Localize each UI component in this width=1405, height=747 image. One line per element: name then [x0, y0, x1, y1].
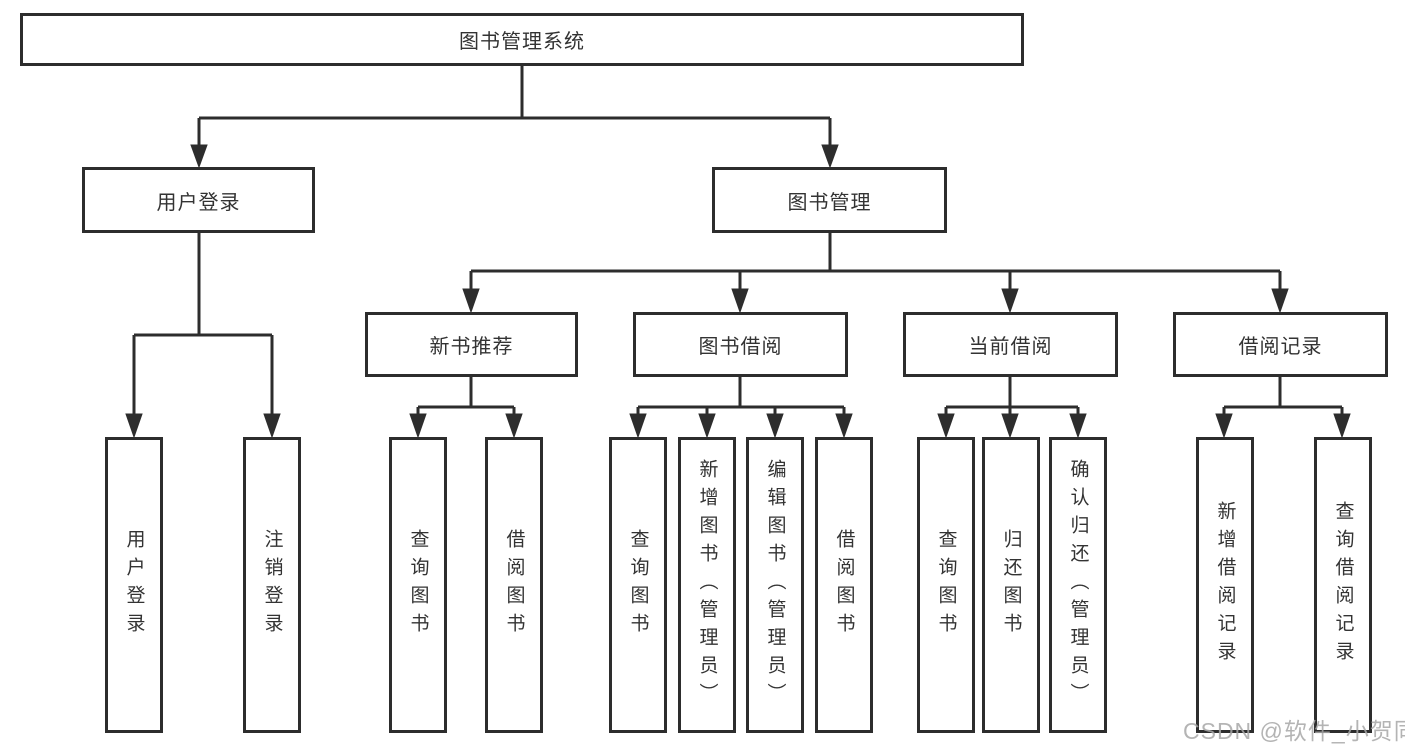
arrow-down-icon: [505, 413, 523, 439]
node-borrow-record-label: 借阅记录: [1238, 336, 1323, 358]
connector-book-mgmt-to-level3: [462, 233, 1289, 314]
connector-root-to-level2: [190, 66, 839, 169]
arrow-down-icon: [1215, 413, 1233, 439]
arrow-down-icon: [629, 413, 647, 439]
leaf-add-borrow-record-label: 新增借阅记录: [1214, 501, 1236, 669]
node-root-label: 图书管理系统: [459, 31, 585, 53]
node-book-mgmt-label: 图书管理: [787, 191, 872, 214]
arrow-down-icon: [1333, 413, 1351, 439]
leaf-query-book-2: 查询图书: [609, 437, 667, 733]
arrow-down-icon: [766, 413, 784, 439]
leaf-add-book-admin: 新增图书（管理员）: [678, 437, 736, 733]
arrow-down-icon: [698, 413, 716, 439]
connector-new-book-rec-to-leaves: [409, 377, 523, 439]
leaf-borrow-book-2-label: 借阅图书: [833, 529, 855, 641]
arrow-down-icon: [1001, 288, 1019, 314]
connector-borrow-record-to-leaves: [1215, 377, 1351, 439]
node-root: 图书管理系统: [20, 13, 1024, 66]
leaf-query-book-3: 查询图书: [917, 437, 975, 733]
leaf-query-borrow-record: 查询借阅记录: [1314, 437, 1372, 733]
node-user-login: 用户登录: [82, 167, 315, 233]
leaf-user-login-label: 用户登录: [123, 529, 145, 641]
node-current-borrow-label: 当前借阅: [968, 336, 1053, 358]
leaf-query-book-3-label: 查询图书: [935, 529, 957, 641]
arrow-down-icon: [835, 413, 853, 439]
node-book-borrow-label: 图书借阅: [698, 336, 783, 358]
leaf-return-book: 归还图书: [982, 437, 1040, 733]
leaf-borrow-book-1-label: 借阅图书: [503, 529, 525, 641]
leaf-logout: 注销登录: [243, 437, 301, 733]
node-new-book-rec: 新书推荐: [365, 312, 578, 377]
leaf-query-borrow-record-label: 查询借阅记录: [1332, 501, 1354, 669]
arrow-down-icon: [1271, 288, 1289, 314]
arrow-down-icon: [263, 413, 281, 439]
node-new-book-rec-label: 新书推荐: [429, 336, 514, 358]
arrow-down-icon: [125, 413, 143, 439]
node-user-login-label: 用户登录: [156, 191, 241, 214]
leaf-confirm-return-admin-label: 确认归还（管理员）: [1067, 459, 1089, 711]
leaf-query-book-1-label: 查询图书: [407, 529, 429, 641]
arrow-down-icon: [409, 413, 427, 439]
leaf-user-login: 用户登录: [105, 437, 163, 733]
leaf-query-book-2-label: 查询图书: [627, 529, 649, 641]
node-current-borrow: 当前借阅: [903, 312, 1118, 377]
leaf-query-book-1: 查询图书: [389, 437, 447, 733]
arrow-down-icon: [1001, 413, 1019, 439]
node-book-borrow: 图书借阅: [633, 312, 848, 377]
connector-book-borrow-to-leaves: [629, 377, 853, 439]
arrow-down-icon: [1069, 413, 1087, 439]
csdn-watermark: CSDN @软件_小贺同学: [1183, 718, 1405, 744]
leaf-logout-label: 注销登录: [261, 529, 283, 641]
leaf-borrow-book-2: 借阅图书: [815, 437, 873, 733]
arrow-down-icon: [937, 413, 955, 439]
leaf-edit-book-admin-label: 编辑图书（管理员）: [764, 459, 786, 711]
leaf-add-book-admin-label: 新增图书（管理员）: [696, 459, 718, 711]
arrow-down-icon: [462, 288, 480, 314]
leaf-return-book-label: 归还图书: [1000, 529, 1022, 641]
arrow-down-icon: [821, 144, 839, 169]
leaf-edit-book-admin: 编辑图书（管理员）: [746, 437, 804, 733]
arrow-down-icon: [190, 144, 208, 169]
leaf-borrow-book-1: 借阅图书: [485, 437, 543, 733]
node-borrow-record: 借阅记录: [1173, 312, 1388, 377]
leaf-confirm-return-admin: 确认归还（管理员）: [1049, 437, 1107, 733]
node-book-mgmt: 图书管理: [712, 167, 947, 233]
connector-current-borrow-to-leaves: [937, 377, 1087, 439]
arrow-down-icon: [731, 288, 749, 314]
connector-user-login-to-leaves: [125, 233, 281, 439]
leaf-add-borrow-record: 新增借阅记录: [1196, 437, 1254, 733]
